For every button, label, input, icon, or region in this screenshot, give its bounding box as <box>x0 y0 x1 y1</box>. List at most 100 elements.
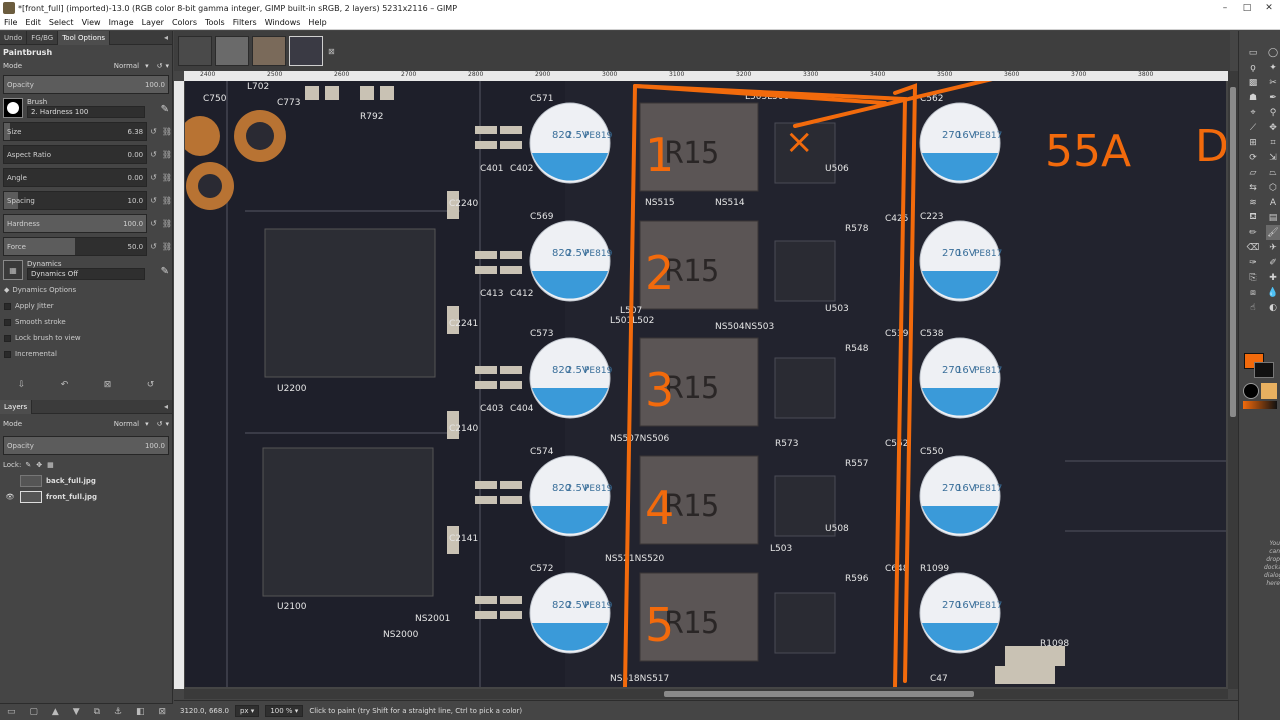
tab-undo[interactable]: Undo <box>0 30 28 45</box>
link-icon[interactable]: ⛓ <box>161 196 172 205</box>
link-icon[interactable]: ⛓ <box>161 219 172 228</box>
new-layer-icon[interactable]: ▭ <box>6 707 16 717</box>
layer-item[interactable]: 👁 front_full.jpg <box>0 489 172 505</box>
delete-layer-icon[interactable]: ⊠ <box>158 707 166 717</box>
scissors-icon[interactable]: ✂ <box>1269 77 1277 88</box>
delete-options-icon[interactable]: ⊠ <box>103 380 112 390</box>
edit-dynamics-icon[interactable]: ✎ <box>160 266 169 277</box>
tab-layers[interactable]: Layers <box>0 399 33 414</box>
paintbrush-icon[interactable]: 🖌 <box>1266 225 1280 240</box>
vertical-scroll-thumb[interactable] <box>1230 87 1236 417</box>
rect-select-icon[interactable]: ▭ <box>1248 47 1258 58</box>
reset-icon[interactable]: ↺ <box>150 242 157 251</box>
free-select-icon[interactable]: ϙ <box>1250 62 1256 73</box>
duplicate-layer-icon[interactable]: ⧉ <box>93 707 101 717</box>
image-tab[interactable] <box>252 36 286 66</box>
configure-tab-icon[interactable]: ◂ <box>163 33 168 42</box>
tab-tool-options[interactable]: Tool Options <box>58 30 111 45</box>
active-pattern-preview[interactable] <box>1261 383 1277 399</box>
unit-select[interactable]: px ▾ <box>234 704 260 717</box>
chevron-down-icon[interactable]: ▾ <box>145 62 149 70</box>
dynamics-select[interactable]: Dynamics Off <box>27 268 145 280</box>
flip-icon[interactable]: ⇆ <box>1249 182 1257 193</box>
mask-layer-icon[interactable]: ◧ <box>135 707 145 717</box>
move-icon[interactable]: ✥ <box>1269 122 1277 133</box>
horizontal-scrollbar[interactable] <box>184 689 1228 699</box>
chevron-down-icon[interactable]: ▾ <box>165 420 169 428</box>
link-icon[interactable]: ⛓ <box>161 173 172 182</box>
cage-icon[interactable]: ⬡ <box>1269 182 1277 193</box>
incremental-checkbox[interactable]: Incremental <box>0 346 172 362</box>
rotate-icon[interactable]: ⟳ <box>1249 152 1257 163</box>
measure-icon[interactable]: ⟋ <box>1249 122 1257 133</box>
brush-preview[interactable] <box>3 98 23 118</box>
active-gradient-preview[interactable] <box>1243 401 1277 409</box>
edit-brush-icon[interactable]: ✎ <box>160 104 169 115</box>
menu-file[interactable]: File <box>4 18 18 27</box>
blur-icon[interactable]: 💧 <box>1267 287 1279 298</box>
layer-opacity-slider[interactable]: Opacity 100.0 <box>3 436 169 455</box>
reset-mode-icon[interactable]: ↺ <box>156 62 163 70</box>
smudge-icon[interactable]: ☝ <box>1250 302 1256 313</box>
airbrush-icon[interactable]: ✈ <box>1269 242 1277 253</box>
image-tab-active[interactable] <box>289 36 323 66</box>
background-color-swatch[interactable] <box>1254 362 1274 378</box>
shear-icon[interactable]: ▱ <box>1249 167 1257 178</box>
menu-edit[interactable]: Edit <box>25 18 41 27</box>
tab-fgbg[interactable]: FG/BG <box>27 30 59 45</box>
zoom-icon[interactable]: ⚲ <box>1269 107 1277 118</box>
close-icon[interactable]: ⊠ <box>328 46 335 56</box>
scale-icon[interactable]: ⇲ <box>1269 152 1277 163</box>
mypaint-icon[interactable]: ✐ <box>1269 257 1277 268</box>
menu-filters[interactable]: Filters <box>232 18 257 27</box>
paths-icon[interactable]: ✒ <box>1269 92 1277 103</box>
new-group-icon[interactable]: ▢ <box>29 707 38 717</box>
color-select-icon[interactable]: ▩ <box>1248 77 1258 88</box>
dynamics-preview[interactable]: ▦ <box>3 260 23 280</box>
lock-pixels-icon[interactable]: ✎ <box>25 461 32 469</box>
apply-jitter-checkbox[interactable]: Apply Jitter <box>0 298 172 314</box>
save-options-icon[interactable]: ⇩ <box>17 380 26 390</box>
active-brush-preview[interactable] <box>1243 383 1259 399</box>
lower-layer-icon[interactable]: ▼ <box>72 707 80 717</box>
menu-tools[interactable]: Tools <box>205 18 225 27</box>
horizontal-scroll-thumb[interactable] <box>664 691 974 697</box>
link-icon[interactable]: ⛓ <box>161 242 172 251</box>
reset-icon[interactable]: ↺ <box>150 150 157 159</box>
reset-icon[interactable]: ↺ <box>150 219 157 228</box>
mode-select[interactable]: Normal <box>113 62 140 70</box>
menu-windows[interactable]: Windows <box>264 18 301 27</box>
heal-icon[interactable]: ✚ <box>1269 272 1277 283</box>
align-icon[interactable]: ⊞ <box>1249 137 1257 148</box>
menu-view[interactable]: View <box>81 18 101 27</box>
pencil-icon[interactable]: ✏ <box>1249 227 1257 238</box>
color-picker-icon[interactable]: ⌖ <box>1250 107 1256 118</box>
perspective-icon[interactable]: ⏢ <box>1269 167 1277 178</box>
minimize-button[interactable]: – <box>1222 3 1228 13</box>
eye-icon[interactable]: 👁 <box>5 493 15 501</box>
chevron-down-icon[interactable]: ▾ <box>145 420 149 428</box>
lock-position-icon[interactable]: ✥ <box>36 461 43 469</box>
menu-layer[interactable]: Layer <box>141 18 164 27</box>
reset-options-icon[interactable]: ↺ <box>146 380 155 390</box>
maximize-button[interactable]: □ <box>1242 3 1252 13</box>
opacity-slider[interactable]: Opacity 100.0 <box>3 75 169 94</box>
image-tab[interactable] <box>215 36 249 66</box>
layer-item[interactable]: back_full.jpg <box>0 473 172 489</box>
perspective-clone-icon[interactable]: ⧈ <box>1250 287 1256 298</box>
smooth-stroke-checkbox[interactable]: Smooth stroke <box>0 314 172 330</box>
eraser-icon[interactable]: ⌫ <box>1246 242 1260 253</box>
anchor-layer-icon[interactable]: ⚓ <box>113 707 123 717</box>
ellipse-select-icon[interactable]: ◯ <box>1267 47 1279 58</box>
fuzzy-select-icon[interactable]: ✦ <box>1269 62 1277 73</box>
reset-icon[interactable]: ↺ <box>150 127 157 136</box>
image-tab[interactable] <box>178 36 212 66</box>
foreground-select-icon[interactable]: ☗ <box>1248 92 1258 103</box>
